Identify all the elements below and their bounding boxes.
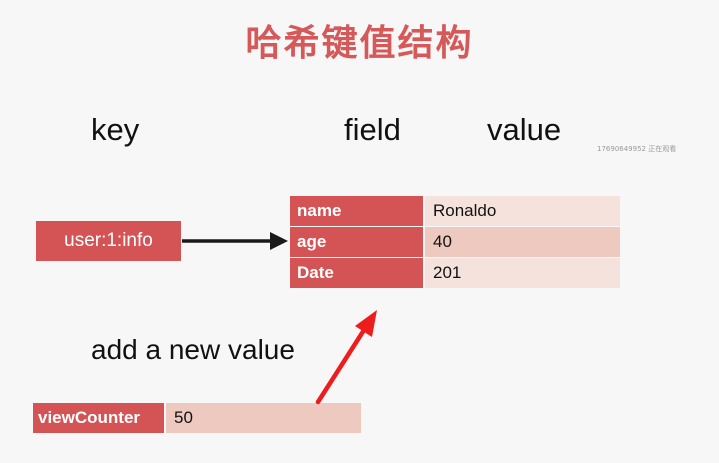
new-entry-value-cell: 50 [166,403,361,433]
page-title: 哈希键值结构 [245,23,474,64]
field-column-label: field [344,112,401,147]
viewer-watermark: 17690649952 正在观看 [597,145,677,153]
hash-field-cell: Date [290,258,423,288]
key-to-hash-arrow [182,232,288,250]
new-entry-row: viewCounter 50 [33,403,361,433]
hash-row: Date 201 [290,258,620,288]
redis-key-label: user:1:info [64,230,153,251]
hash-value-cell: Ronaldo [425,196,620,226]
hash-value-cell: 201 [425,258,620,288]
hash-field-cell: age [290,227,423,257]
hash-row: name Ronaldo [290,196,620,226]
hash-row: age 40 [290,227,620,257]
add-new-value-label: add a new value [91,334,295,365]
value-column-label: value [487,112,562,147]
hash-field-cell: name [290,196,423,226]
hash-table: name Ronaldo age 40 Date 201 [290,196,620,289]
key-column-label: key [91,112,140,147]
add-value-arrow [315,310,377,405]
redis-key-box: user:1:info [36,221,181,261]
new-entry-field-cell: viewCounter [33,403,164,433]
hash-value-cell: 40 [425,227,620,257]
